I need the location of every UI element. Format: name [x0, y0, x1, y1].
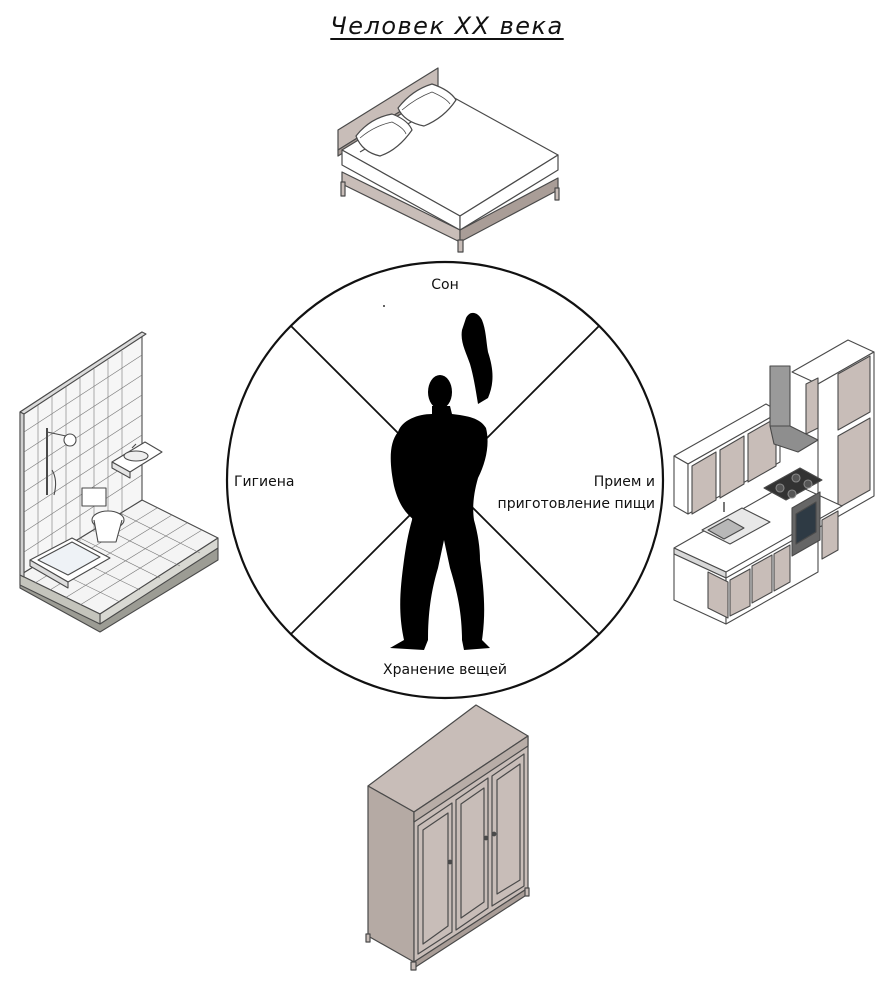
bed-icon [337, 67, 560, 253]
sector-label-food-line2: приготовление пищи [498, 496, 655, 512]
kitchen-icon [673, 339, 875, 625]
sector-label-hygiene: Гигиена [234, 474, 294, 490]
diagram-title: Человек XX века [330, 12, 564, 40]
sector-label-food-line1: Прием и [594, 474, 655, 490]
speck-mark [383, 305, 385, 307]
wardrobe-icon [365, 704, 530, 971]
sector-label-sleep: Сон [431, 277, 459, 293]
sector-label-storage: Хранение вещей [383, 662, 507, 678]
bathroom-icon [19, 331, 219, 633]
modulor-figure-icon [390, 312, 493, 650]
